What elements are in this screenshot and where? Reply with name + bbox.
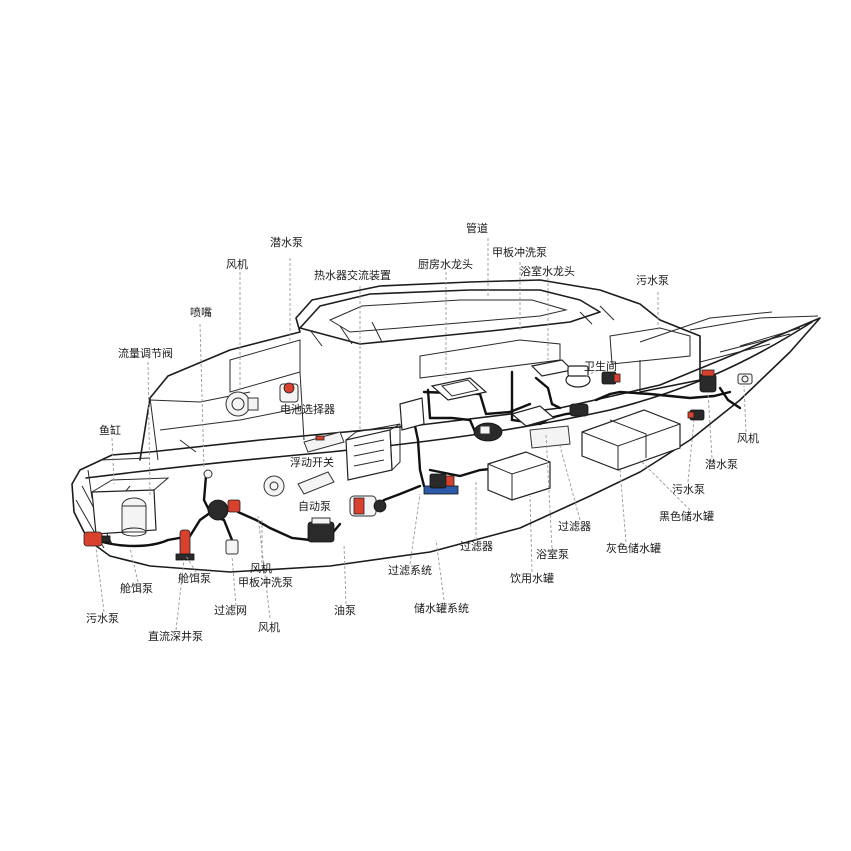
label-blower-lower: 风机 bbox=[258, 621, 280, 634]
label-pipe: 管道 bbox=[466, 222, 488, 235]
superstructure bbox=[99, 279, 701, 461]
filter-unit bbox=[529, 425, 571, 449]
label-filter-system: 过滤系统 bbox=[388, 564, 432, 577]
float-switch bbox=[303, 431, 345, 453]
label-auto-pump: 自动泵 bbox=[298, 500, 331, 513]
blower-fan-aft bbox=[225, 391, 259, 417]
label-grey-water-tank: 灰色储水罐 bbox=[606, 542, 661, 555]
label-nozzle: 喷嘴 bbox=[190, 306, 212, 319]
label-storage-tank-system: 储水罐系统 bbox=[414, 602, 469, 615]
shower-tray bbox=[510, 405, 556, 427]
galley-sink bbox=[430, 377, 488, 401]
flow-valve bbox=[203, 469, 213, 479]
sewage-pump-fwd bbox=[601, 371, 621, 385]
label-submersible-pump-top: 潜水泵 bbox=[270, 236, 303, 249]
deck-wash-pump-aft bbox=[207, 499, 241, 521]
blower-fan-small bbox=[263, 475, 285, 497]
label-galley-faucet: 厨房水龙头 bbox=[418, 258, 473, 271]
label-submersible-pump-right: 潜水泵 bbox=[705, 458, 738, 471]
submersible-pump-fwd bbox=[699, 369, 717, 393]
freshwater-pump-set bbox=[423, 473, 459, 495]
battery-selector bbox=[279, 382, 299, 403]
label-shower-pump: 浴室泵 bbox=[536, 548, 569, 561]
label-float-switch: 浮动开关 bbox=[290, 456, 334, 469]
label-bait-pump-left: 舱饵泵 bbox=[120, 582, 153, 595]
label-fish-tank: 鱼缸 bbox=[99, 424, 121, 437]
label-filter-right: 过滤器 bbox=[558, 520, 591, 533]
leader-lines bbox=[95, 238, 747, 631]
auto-pump bbox=[297, 471, 335, 495]
bilge-pump-fwd bbox=[687, 409, 705, 421]
label-sewage-pump-mid: 污水泵 bbox=[672, 483, 705, 496]
label-filter-mid: 过滤器 bbox=[460, 540, 493, 553]
label-oil-pump: 油泵 bbox=[334, 604, 356, 617]
label-flow-valve: 流量调节阀 bbox=[118, 347, 173, 360]
label-dc-deep-well-pump: 直流深井泵 bbox=[148, 630, 203, 643]
label-deck-wash-pump-top: 甲板冲洗泵 bbox=[492, 246, 547, 259]
label-blower-bottom: 风机 bbox=[250, 562, 272, 575]
label-water-heater: 热水器交流装置 bbox=[314, 269, 391, 282]
blower-fan-fwd bbox=[737, 373, 753, 385]
label-black-water-tank: 黑色储水罐 bbox=[659, 510, 714, 523]
potable-water-tank bbox=[487, 451, 551, 501]
deck-wash-pump-center bbox=[473, 422, 503, 442]
shower-pump bbox=[569, 403, 589, 417]
control-panel bbox=[399, 397, 425, 431]
label-sewage-pump-left: 污水泵 bbox=[86, 612, 119, 625]
water-heater-control bbox=[345, 423, 401, 481]
label-potable-water-tank: 饮用水罐 bbox=[510, 572, 554, 585]
label-bathroom-faucet: 浴室水龙头 bbox=[520, 265, 575, 278]
label-bathroom: 卫生间 bbox=[584, 360, 617, 373]
bilge-pump-stern bbox=[83, 531, 111, 547]
label-battery-selector: 电池选择器 bbox=[280, 403, 335, 416]
toilet bbox=[565, 365, 591, 388]
grey-black-water-tanks bbox=[581, 409, 681, 471]
motor-pump-mid bbox=[349, 495, 387, 517]
label-deck-wash-pump-bottom: 甲板冲洗泵 bbox=[238, 576, 293, 589]
label-blower-right: 风机 bbox=[737, 432, 759, 445]
label-bait-pump: 舱饵泵 bbox=[178, 572, 211, 585]
label-blower-top: 风机 bbox=[226, 258, 248, 271]
label-strainer: 过滤网 bbox=[214, 604, 247, 617]
oil-pump bbox=[307, 517, 335, 543]
label-sewage-pump-right: 污水泵 bbox=[636, 274, 669, 287]
bait-pump bbox=[175, 529, 195, 561]
strainer bbox=[225, 539, 239, 555]
fish-tank bbox=[91, 477, 170, 537]
